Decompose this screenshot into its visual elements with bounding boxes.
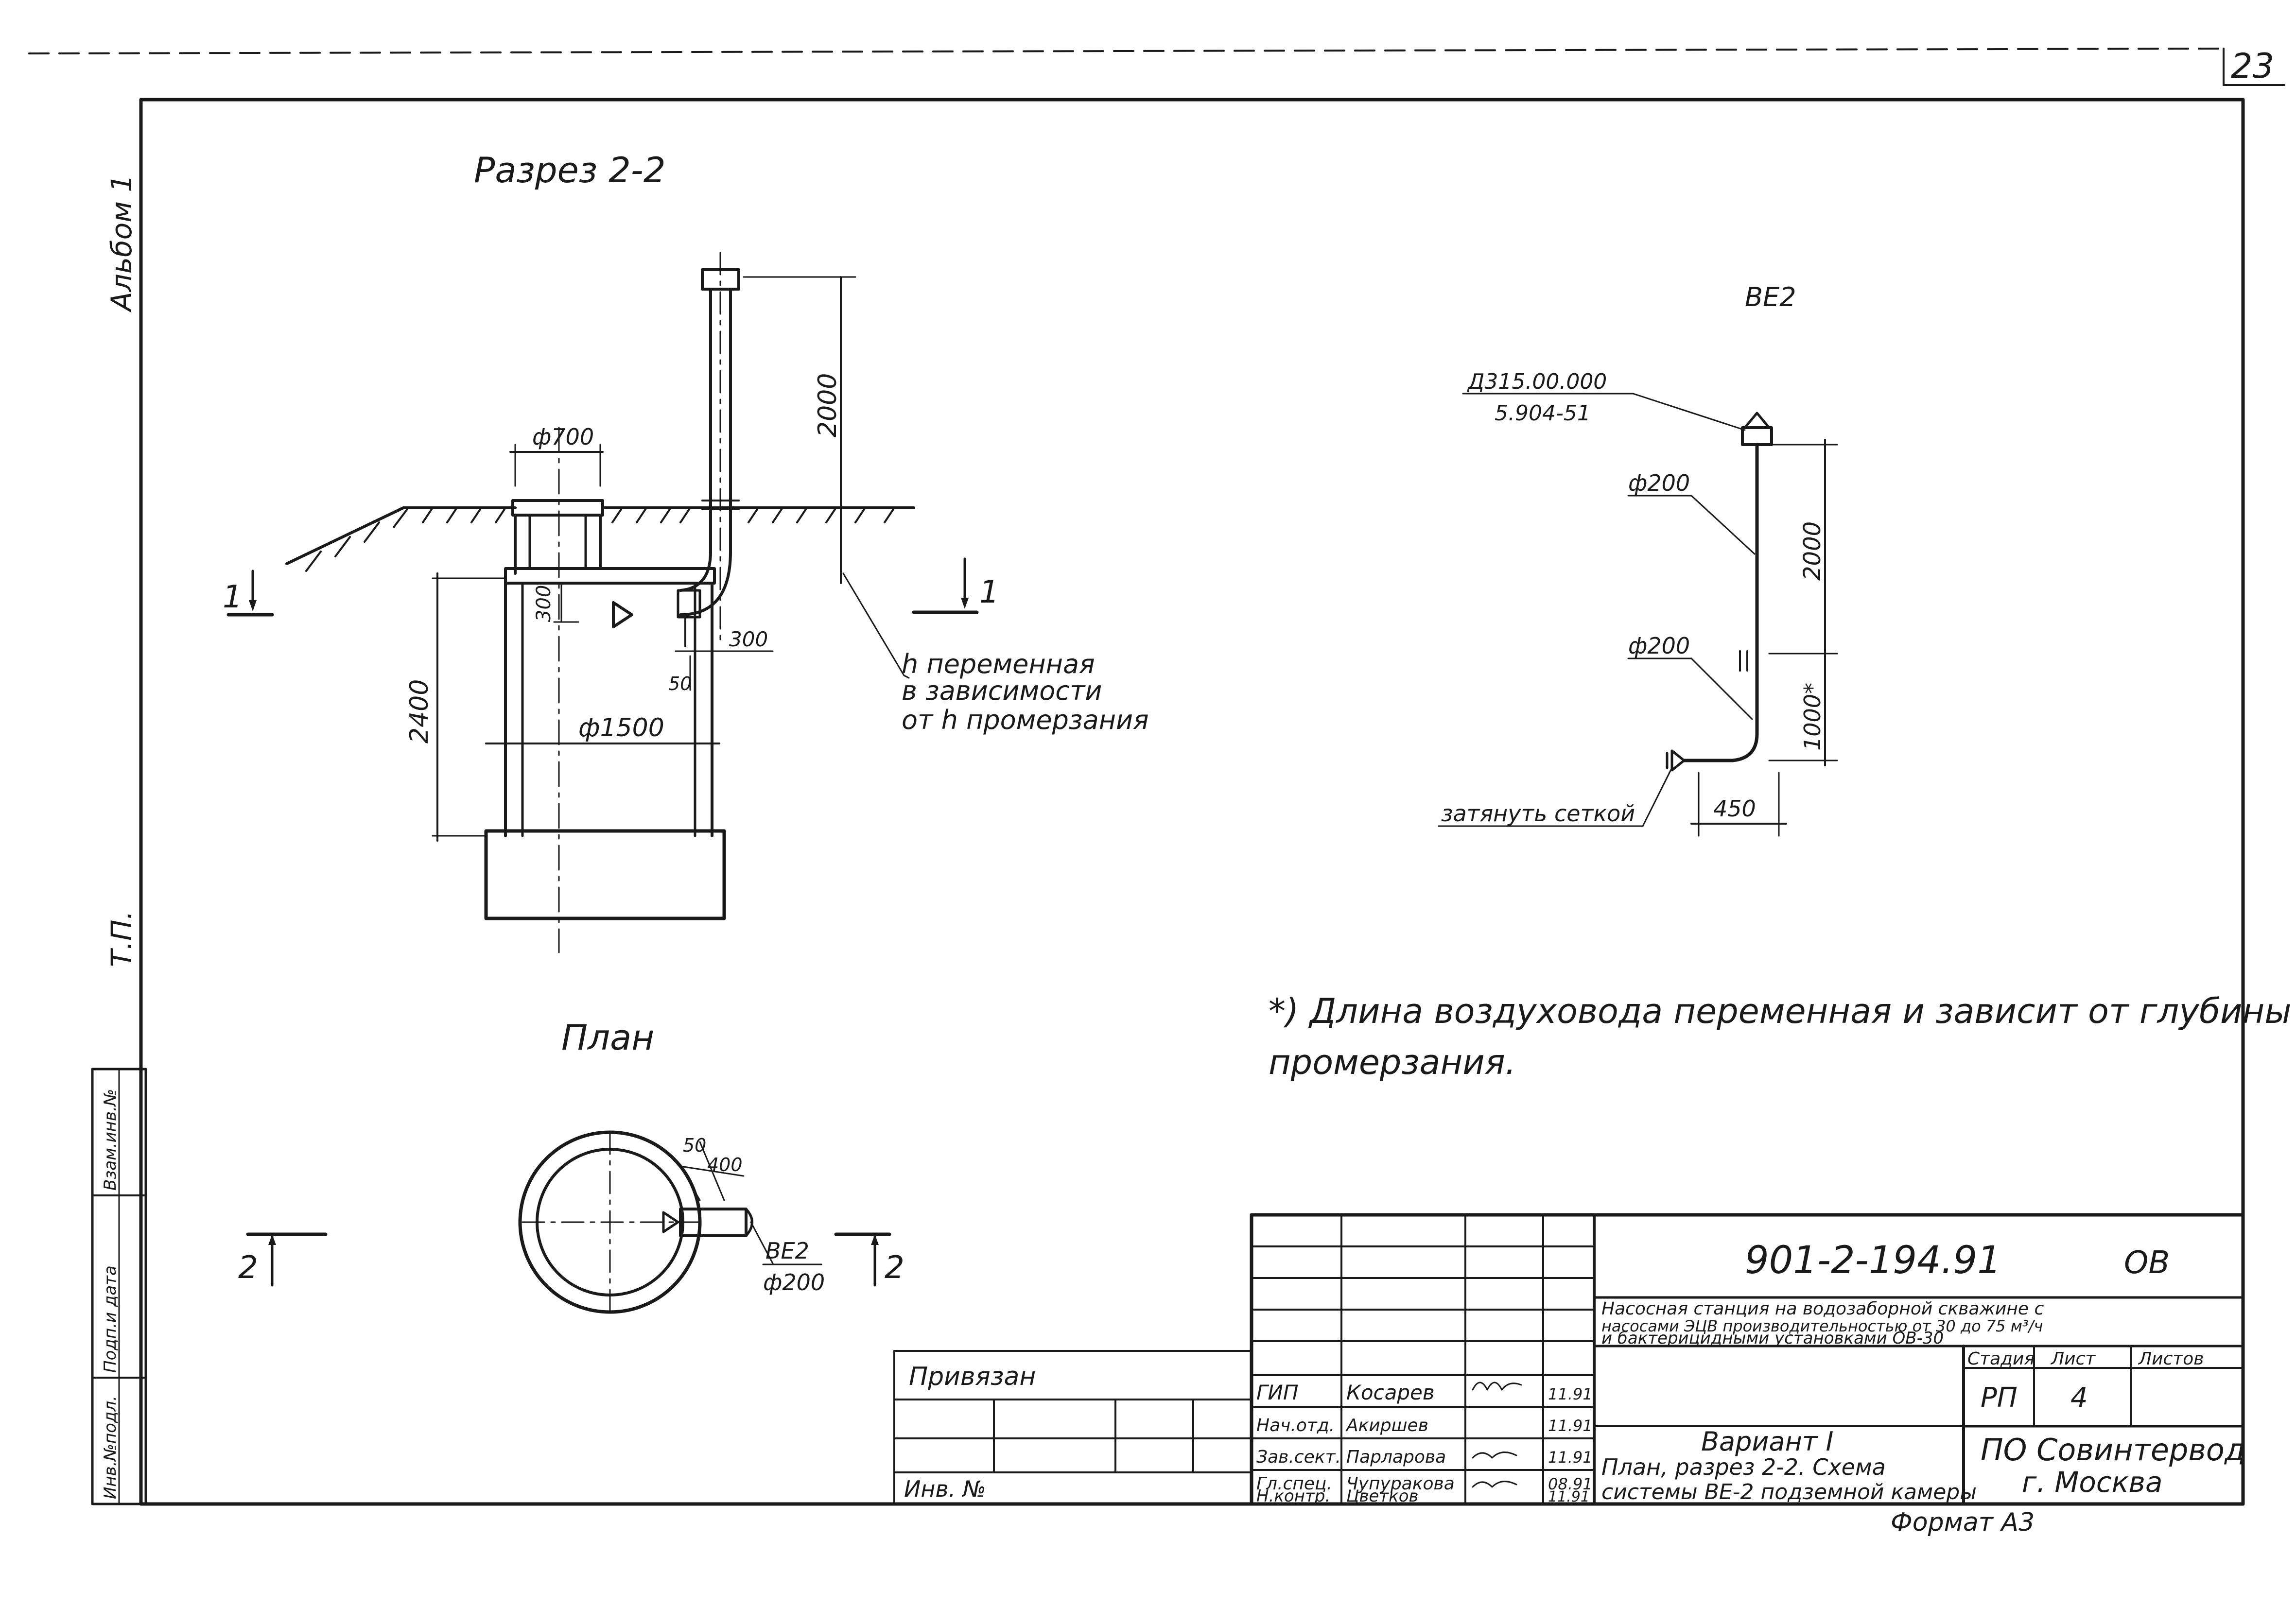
sheet-label: Лист (2050, 1349, 2096, 1369)
sheet-title-2: системы ВЕ-2 подземной камеры (1601, 1480, 1977, 1504)
svg-text:Зав.сект.: Зав.сект. (1256, 1447, 1341, 1467)
ve2-dim-2000: 2000 (1799, 521, 1826, 581)
svg-text:08.91: 08.91 (1548, 1475, 1593, 1493)
section-mark-right: 1 (912, 557, 999, 614)
svg-text:Н.контр.: Н.контр. (1256, 1486, 1330, 1506)
plan-dim-400: 400 (707, 1154, 743, 1175)
section-title: Разрез 2-2 (474, 150, 666, 190)
note-h-variable-1: h переменная (902, 649, 1095, 679)
svg-text:11.91: 11.91 (1548, 1448, 1593, 1467)
svg-text:Нач.отд.: Нач.отд. (1256, 1416, 1335, 1435)
plan-label-ve: ВЕ2 (765, 1238, 809, 1264)
variant-label: Вариант I (1701, 1426, 1833, 1457)
sheet-frame: 23 Альбом 1 Т.П. (28, 46, 2285, 1506)
section-mark-left: 1 (223, 570, 274, 617)
section-mark-2-left: 2 (238, 1232, 328, 1287)
side-stamp-sign: Подп.и дата (101, 1265, 120, 1373)
organization-2: г. Москва (2022, 1466, 2163, 1499)
ve2-part-code: Д315.00.000 (1467, 369, 1607, 394)
sheets-label: Листов (2138, 1349, 2204, 1369)
ve2-diam-bottom: ф200 (1628, 633, 1690, 659)
stage-label: Стадия (1967, 1349, 2035, 1369)
svg-text:Косарев: Косарев (1346, 1381, 1435, 1404)
section-2-2: Разрез 2-2 (223, 150, 1149, 953)
page-number: 23 (2231, 46, 2274, 86)
dim-shaft-height: 2000 (813, 373, 842, 437)
title-block: Привязан Инв. № ГИП Косарев 11.91 Нач.от… (893, 1213, 2245, 1537)
note-h-variable-2: в зависимости (902, 675, 1102, 706)
svg-text:11.91: 11.91 (1548, 1488, 1590, 1505)
dim-chamber-height: 2400 (405, 679, 434, 743)
footnote-line-2: промерзания. (1269, 1042, 1516, 1082)
signature-rows: ГИП Косарев 11.91 Нач.отд. Акиршев 11.91… (1256, 1381, 1593, 1506)
side-stamp-inv: Инв.№подл. (101, 1396, 120, 1499)
svg-text:11.91: 11.91 (1548, 1385, 1593, 1403)
organization-1: ПО Совинтервод (1981, 1432, 2245, 1468)
format-label: Формат А3 (1891, 1508, 2035, 1537)
album-label: Альбом 1 (105, 174, 138, 313)
ve2-diam-top: ф200 (1628, 470, 1690, 496)
svg-text:1: 1 (223, 579, 243, 615)
footnote: *) Длина воздуховода переменная и зависи… (1269, 991, 2292, 1082)
inv-label: Инв. № (904, 1476, 986, 1502)
dim-hatch-diameter: ф700 (532, 424, 594, 450)
ve2-title: ВЕ2 (1745, 282, 1796, 312)
dim-300-vertical: 300 (533, 585, 555, 622)
project-title-1: Насосная станция на водозаборной скважин… (1601, 1299, 2044, 1319)
note-h-variable-3: от h промерзания (902, 705, 1149, 735)
dim-50: 50 (668, 673, 692, 694)
svg-text:Парларова: Парларова (1346, 1447, 1446, 1467)
sheet-title-1: План, разрез 2-2. Схема (1601, 1454, 1886, 1480)
svg-text:Цветков: Цветков (1346, 1486, 1419, 1506)
ve2-scheme: ВЕ2 Д315.00.000 5.904-51 ф200 ф200 2000 … (1438, 282, 1838, 837)
sheet-value: 4 (2070, 1382, 2088, 1414)
svg-text:Акиршев: Акиршев (1345, 1416, 1428, 1435)
doc-number: 901-2-194.91 (1745, 1239, 2001, 1282)
svg-text:1: 1 (979, 574, 999, 610)
plan-dim-50: 50 (683, 1135, 706, 1156)
svg-text:2: 2 (238, 1250, 258, 1286)
svg-text:Гл.спец.: Гл.спец. (1256, 1474, 1332, 1494)
stage-value: РП (1981, 1382, 2018, 1414)
ve2-mesh-note: затянуть сеткой (1441, 800, 1635, 827)
svg-text:Чупуракова: Чупуракова (1346, 1474, 1455, 1494)
ve2-dim-450: 450 (1713, 795, 1756, 822)
bound-label: Привязан (909, 1362, 1036, 1391)
ground-hatch (305, 507, 895, 572)
ve2-dim-1000: 1000* (1799, 683, 1826, 751)
tp-label: Т.П. (105, 911, 138, 967)
section-code: ОВ (2124, 1245, 2170, 1281)
svg-text:11.91: 11.91 (1548, 1417, 1593, 1435)
footnote-line-1: *) Длина воздуховода переменная и зависи… (1269, 991, 2292, 1031)
dim-300-horizontal: 300 (729, 627, 768, 651)
section-mark-2-right: 2 (834, 1232, 904, 1287)
side-stamp-replace: Взам.инв.№ (101, 1089, 120, 1191)
title-block-grid (893, 1214, 1595, 1505)
svg-text:ГИП: ГИП (1256, 1381, 1298, 1404)
project-title-3: и бактерицидными установками ОВ-30 (1601, 1329, 1944, 1348)
plan-label-diameter: ф200 (763, 1269, 825, 1296)
dim-chamber-diameter: ф1500 (578, 713, 664, 743)
plan-title: План (561, 1017, 654, 1058)
project-title-2: насосами ЭЦВ производительностью от 30 д… (1601, 1317, 2043, 1335)
side-stamp: Инв.№подл. Подп.и дата Взам.инв.№ (91, 1068, 147, 1505)
svg-text:2: 2 (885, 1250, 904, 1286)
plan-view: План 50 400 ВЕ2 ф200 2 2 (238, 1017, 904, 1314)
ve2-part-doc: 5.904-51 (1495, 401, 1591, 426)
